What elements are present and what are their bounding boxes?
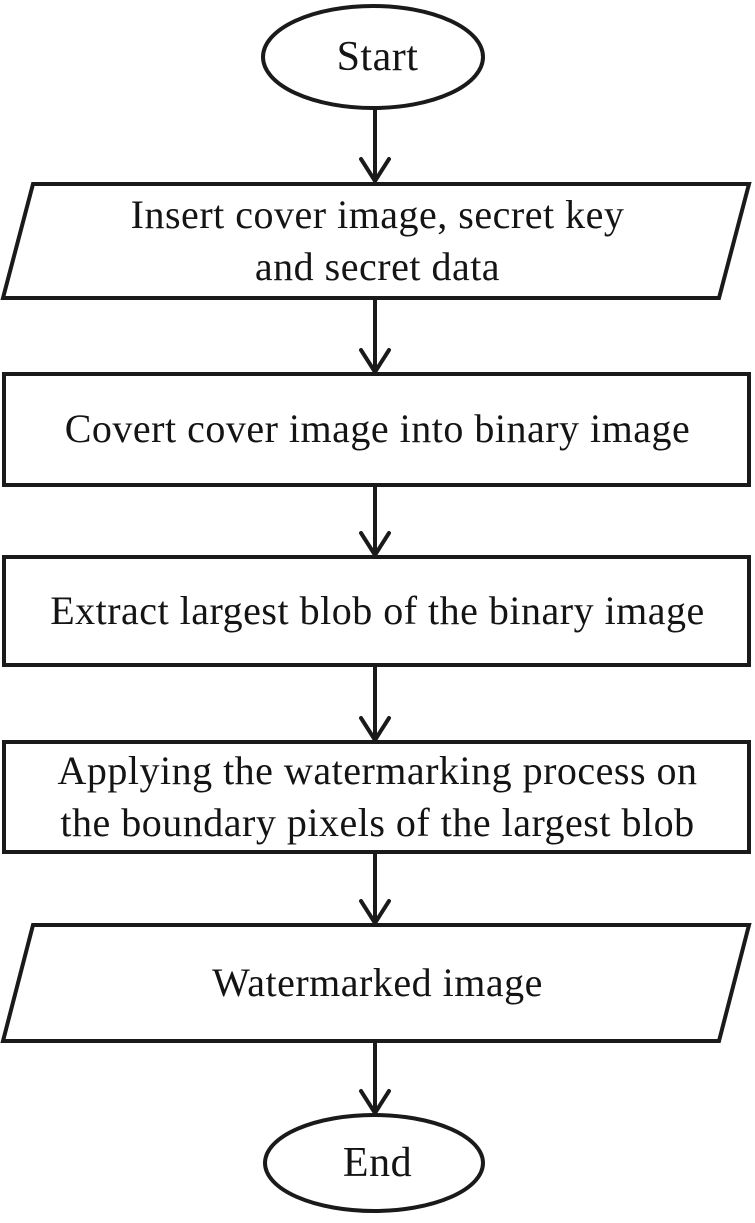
node-label-line: Extract largest blob of the binary image (50, 588, 705, 633)
node-label-line: Watermarked image (212, 960, 543, 1005)
arrow-down-icon (359, 108, 391, 183)
arrow-down-icon (359, 298, 391, 374)
node-label-line: the boundary pixels of the largest blob (60, 800, 695, 845)
node-label-line: Insert cover image, secret key (130, 192, 625, 237)
node-label-line: Covert cover image into binary image (64, 406, 691, 451)
arrow-down-icon (359, 665, 391, 742)
watermark-node-label: Applying the watermarking process on the… (0, 745, 755, 849)
arrow-down-icon (359, 852, 391, 925)
node-label-line: Start (336, 34, 419, 80)
end-node-label: End (0, 1138, 755, 1188)
output-node-label: Watermarked image (0, 957, 755, 1009)
arrow-down-icon (359, 1041, 391, 1115)
node-label-line: Applying the watermarking process on (57, 748, 698, 793)
node-label-line: and secret data (254, 244, 501, 289)
arrow-down-icon (359, 485, 391, 557)
start-node-label: Start (0, 32, 755, 82)
node-label-line: End (342, 1140, 413, 1186)
input-parallelogram-shape (0, 182, 752, 300)
end-terminator-shape (263, 1113, 485, 1213)
convert-node-label: Covert cover image into binary image (0, 403, 755, 455)
extract-node-label: Extract largest blob of the binary image (0, 585, 755, 637)
output-parallelogram-shape (0, 923, 752, 1043)
input-node-label: Insert cover image, secret key and secre… (0, 189, 755, 293)
